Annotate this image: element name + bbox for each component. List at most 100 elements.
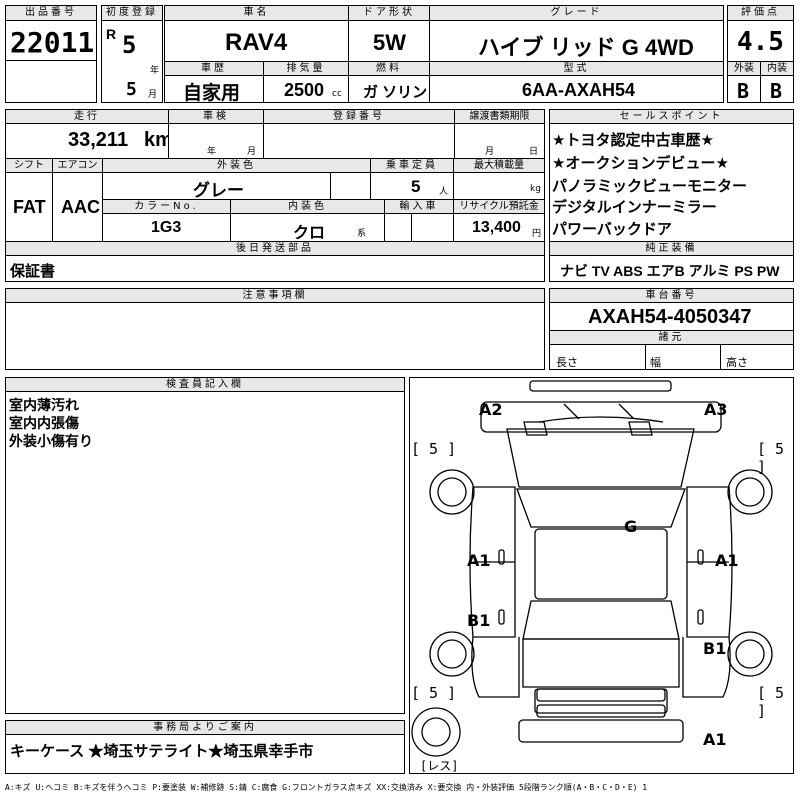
lot-blank [5,60,97,103]
lot-label: 出品番号 [5,5,97,21]
color-no-cell: 1G3 [102,213,231,242]
mileage-label: 走行 [5,109,169,124]
aircon-value: AAC [61,197,100,217]
sales-point-3: パノラミックビューモニター [552,177,748,195]
notes-box [5,302,545,370]
inspector-line-1: 室内薄汚れ [9,398,79,414]
model-value: 6AA-AXAH54 [522,80,636,100]
shift-cell: FAT [5,172,53,242]
displacement-value: 2500 [284,80,325,100]
notes-label: 注意事項欄 [5,288,545,303]
mark-b1-right: B1 [703,639,727,658]
ext-label: 外装 [727,61,761,76]
recycle-value: 13,400 [472,219,521,236]
chassis-label: 車台番号 [549,288,794,303]
history-value: 自家用 [183,83,241,103]
inspection-cell: 年 月 [168,123,264,159]
transfer-day-unit: 日 [529,147,539,157]
mark-a1-left: A1 [467,551,491,570]
office-value: キーケース ★埼玉サテライト★埼玉県幸手市 [10,743,314,760]
sales-point-5: パワーバックドア [552,220,672,238]
office-cell: キーケース ★埼玉サテライト★埼玉県幸手市 [5,734,405,774]
fuel-cell: ガ ソリン [348,75,430,103]
first-reg-cell: R 5 年 5 月 [101,20,163,103]
interior-color-cell: クロ 系 [230,213,385,242]
specs-width: 幅 [650,356,661,369]
spare-tire-label: [レス] [420,759,459,773]
grade-cell: ハイブ リッド G 4WD [429,20,724,62]
score-label: 評価点 [727,5,794,21]
ext-score: B [737,79,750,103]
inspector-label: 検査員記入欄 [5,377,405,392]
lot-cell: 22011 [5,20,97,61]
inspector-box [5,391,405,714]
first-reg-year-unit: 年 [150,66,160,76]
transfer-cell: 月 日 [454,123,545,159]
specs-label: 諸元 [549,330,794,345]
car-name-cell: RAV4 [164,20,349,62]
first-reg-month-unit: 月 [148,90,158,100]
chassis-value: AXAH54-4050347 [588,306,752,328]
color-no-value: 1G3 [151,219,182,236]
sales-point-2: ★オークションデビュー★ [552,154,729,172]
int-cell: B [760,75,794,103]
first-reg-label: 初度登録 [101,5,163,21]
legend: A:キズ U:ヘコミ B:キズを伴うヘコミ P:要塗装 W:補修跡 S:錆 C:… [5,783,648,792]
aircon-cell: AAC [52,172,103,242]
door-value: 5W [373,30,406,55]
specs-divider-1 [645,344,646,370]
inspector-line-2: 室内内張傷 [9,416,79,432]
later-parts-cell: 保証書 [5,255,545,282]
mark-b1-left: B1 [467,611,491,630]
grade-value: ハイブ リッド G 4WD [478,35,694,60]
color-divider [330,172,331,200]
score-cell: 4.5 [727,20,794,62]
mark-a2: A2 [479,400,503,419]
ext-cell: B [727,75,761,103]
specs-cell: 長さ 幅 高さ [549,344,794,370]
later-parts-label: 後日発送部品 [5,241,545,256]
tire-fr: [ 5 ] [757,440,785,476]
transfer-month-unit: 月 [485,147,495,157]
sales-point-1: ★トヨタ認定中古車歴★ [552,131,714,149]
history-label: 車歴 [164,61,264,76]
equipment-cell: ナビ TV ABS エアB アルミ PS PW [549,255,794,282]
int-label: 内装 [760,61,794,76]
equipment-value: ナビ TV ABS エアB アルミ PS PW [560,263,780,279]
registration-label: 登録番号 [263,109,455,124]
interior-color-label: 内装色 [230,199,385,214]
specs-divider-2 [720,344,721,370]
first-reg-era: R [106,26,117,42]
capacity-unit: 人 [439,187,449,197]
inspection-month-unit: 月 [247,147,257,157]
tire-fl: [ 5 ] [411,440,457,458]
history-cell: 自家用 [164,75,264,103]
lot-number: 22011 [10,26,95,59]
door-label: ドア形状 [348,5,430,21]
displacement-label: 排気量 [263,61,349,76]
displacement-cell: 2500 cc [263,75,349,103]
chassis-cell: AXAH54-4050347 [549,302,794,331]
specs-length: 長さ [556,356,578,369]
inspection-year-unit: 年 [207,147,217,157]
mark-a1-bottom: A1 [703,730,727,749]
import-label: 輸入車 [384,199,454,214]
color-label: 外装色 [102,158,371,173]
capacity-cell: 5 人 [370,172,454,200]
sales-points-label: セールスポイント [549,109,794,124]
max-load-cell: kg [453,172,545,200]
aircon-label: エアコン [52,158,103,173]
fuel-label: 燃料 [348,61,430,76]
model-label: 型式 [429,61,724,76]
color-value: グレー [193,181,244,200]
color-no-label: カラーNo. [102,199,231,214]
max-load-label: 最大積載量 [453,158,545,173]
shift-value: FAT [13,197,46,217]
mark-g: G [624,517,638,536]
int-score: B [770,79,783,103]
mark-a3: A3 [704,400,728,419]
mileage-value: 33,211 [68,129,129,151]
recycle-unit: 円 [532,229,542,239]
car-name: RAV4 [225,29,288,56]
inspector-line-3: 外装小傷有り [9,434,93,450]
